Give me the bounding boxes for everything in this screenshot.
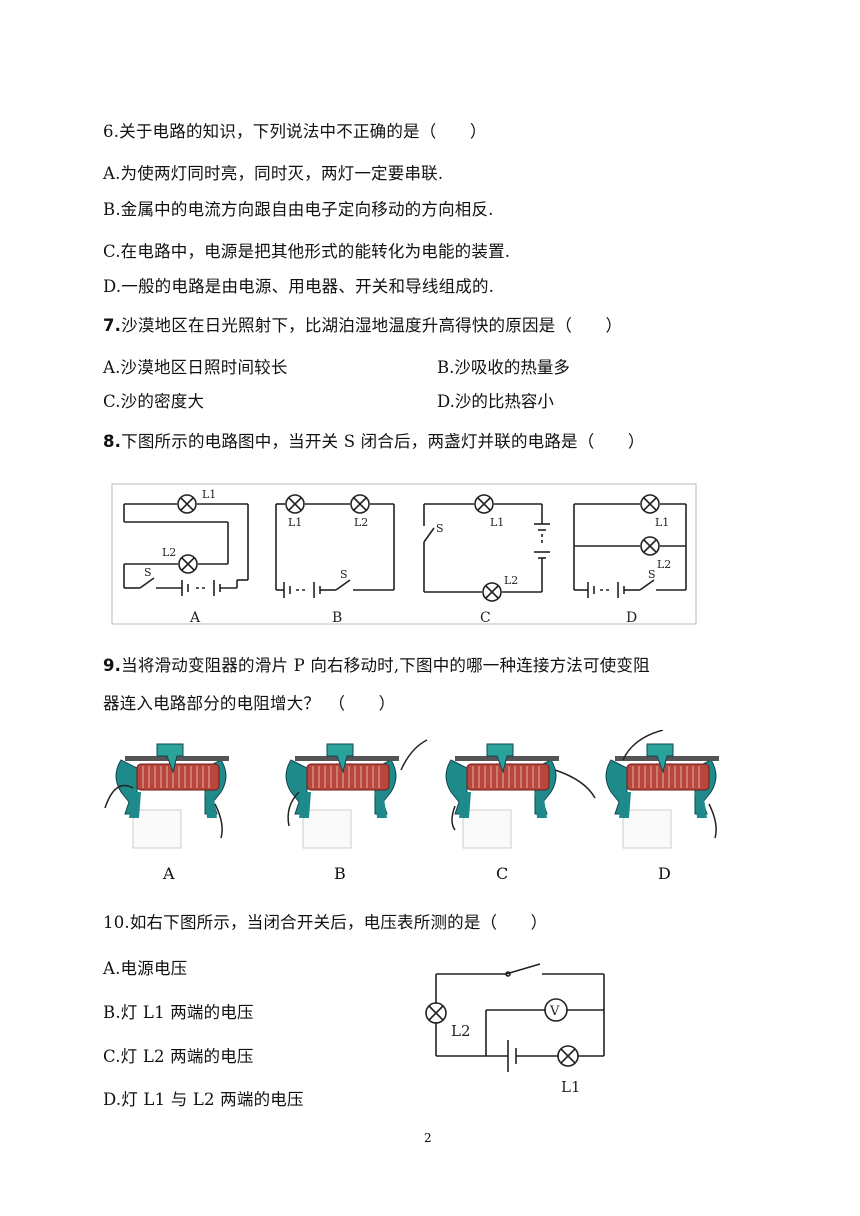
q7-stem-line: 7.沙漠地区在日光照射下，比湖泊湿地温度升高得快的原因是（ ） <box>103 312 622 336</box>
q10-circuit-diagram: V L2 L1 <box>425 963 605 1096</box>
q7-option-d: D.沙的比热容小 <box>437 392 554 411</box>
q9-label-b: B <box>334 864 346 883</box>
q9-rheostat-images <box>104 730 720 849</box>
q9-label-d: D <box>658 864 671 883</box>
q7-option-a: A.沙漠地区日照时间较长 <box>103 358 288 377</box>
q6-option-b: B.金属中的电流方向跟自由电子定向移动的方向相反. <box>103 200 494 219</box>
q7-option-c: C.沙的密度大 <box>103 392 205 411</box>
q10-l1-label: L1 <box>561 1078 581 1096</box>
q8-a-l1: L1 <box>202 488 216 501</box>
q8-d-l2: L2 <box>657 558 671 571</box>
q9-stem-1: 当将滑动变阻器的滑片 P 向右移动时,下图中的哪一种连接方法可使变阻 <box>121 656 650 675</box>
q8-label-d: D <box>626 610 637 626</box>
q6-option-d: D.一般的电路是由电源、用电器、开关和导线组成的. <box>103 277 495 296</box>
q8-label-c: C <box>480 610 491 626</box>
rheostat-c <box>445 743 596 849</box>
q6-stem: 6.关于电路的知识，下列说法中不正确的是（ ） <box>103 122 487 141</box>
q7-stem: 沙漠地区在日光照射下，比湖泊湿地温度升高得快的原因是（ ） <box>121 316 623 335</box>
q10-option-c: C.灯 L2 两端的电压 <box>103 1047 254 1066</box>
q7-option-b: B.沙吸收的热量多 <box>437 358 570 377</box>
circuit-b <box>275 494 395 598</box>
q8-a-l2: L2 <box>162 546 176 559</box>
q7-number: 7. <box>103 316 122 335</box>
q8-d-s: S <box>648 568 656 581</box>
q10-option-a: A.电源电压 <box>103 959 188 978</box>
q10-l2-label: L2 <box>451 1022 471 1040</box>
q10-stem: 10.如右下图所示，当闭合开关后，电压表所测的是（ ） <box>103 913 548 932</box>
circuit-d <box>573 494 687 598</box>
q8-number: 8. <box>103 432 122 451</box>
rheostat-a <box>104 743 230 849</box>
q9-stem-line-2: 器连入电路部分的电阻增大？ （ ） <box>103 694 396 713</box>
q8-b-l1: L1 <box>288 516 302 529</box>
q8-stem: 下图所示的电路图中，当开关 S 闭合后，两盏灯并联的电路是（ ） <box>121 432 645 451</box>
q8-c-l1: L1 <box>490 516 504 529</box>
q8-circuit-diagrams: L1 L2 S L1 L2 S S L1 L2 L1 L2 S A B C D <box>111 483 697 626</box>
q10-voltmeter-label: V <box>549 1004 560 1019</box>
q8-label-b: B <box>332 610 342 626</box>
q10-option-b: B.灯 L1 两端的电压 <box>103 1003 254 1022</box>
q8-d-l1: L1 <box>655 516 669 529</box>
q8-label-a: A <box>189 610 201 626</box>
q9-number: 9. <box>103 656 122 675</box>
page-number: 2 <box>424 1131 432 1145</box>
rheostat-b <box>285 739 428 849</box>
rheostat-d <box>605 730 720 849</box>
q9-stem-line-1: 9.当将滑动变阻器的滑片 P 向右移动时,下图中的哪一种连接方法可使变阻 <box>103 652 650 676</box>
q8-c-s: S <box>436 522 444 535</box>
q8-b-l2: L2 <box>354 516 368 529</box>
q8-stem-line: 8.下图所示的电路图中，当开关 S 闭合后，两盏灯并联的电路是（ ） <box>103 428 645 452</box>
q8-a-s: S <box>144 566 152 579</box>
q9-label-c: C <box>496 864 509 883</box>
circuit-c <box>423 494 550 602</box>
circuit-a <box>123 494 249 596</box>
q10-option-d: D.灯 L1 与 L2 两端的电压 <box>103 1090 304 1109</box>
q8-b-s: S <box>340 568 348 581</box>
q9-label-a: A <box>163 864 175 883</box>
q6-option-c: C.在电路中，电源是把其他形式的能转化为电能的装置. <box>103 242 511 261</box>
q6-option-a: A.为使两灯同时亮，同时灭，两灯一定要串联. <box>103 164 444 183</box>
q8-c-l2: L2 <box>504 574 518 587</box>
